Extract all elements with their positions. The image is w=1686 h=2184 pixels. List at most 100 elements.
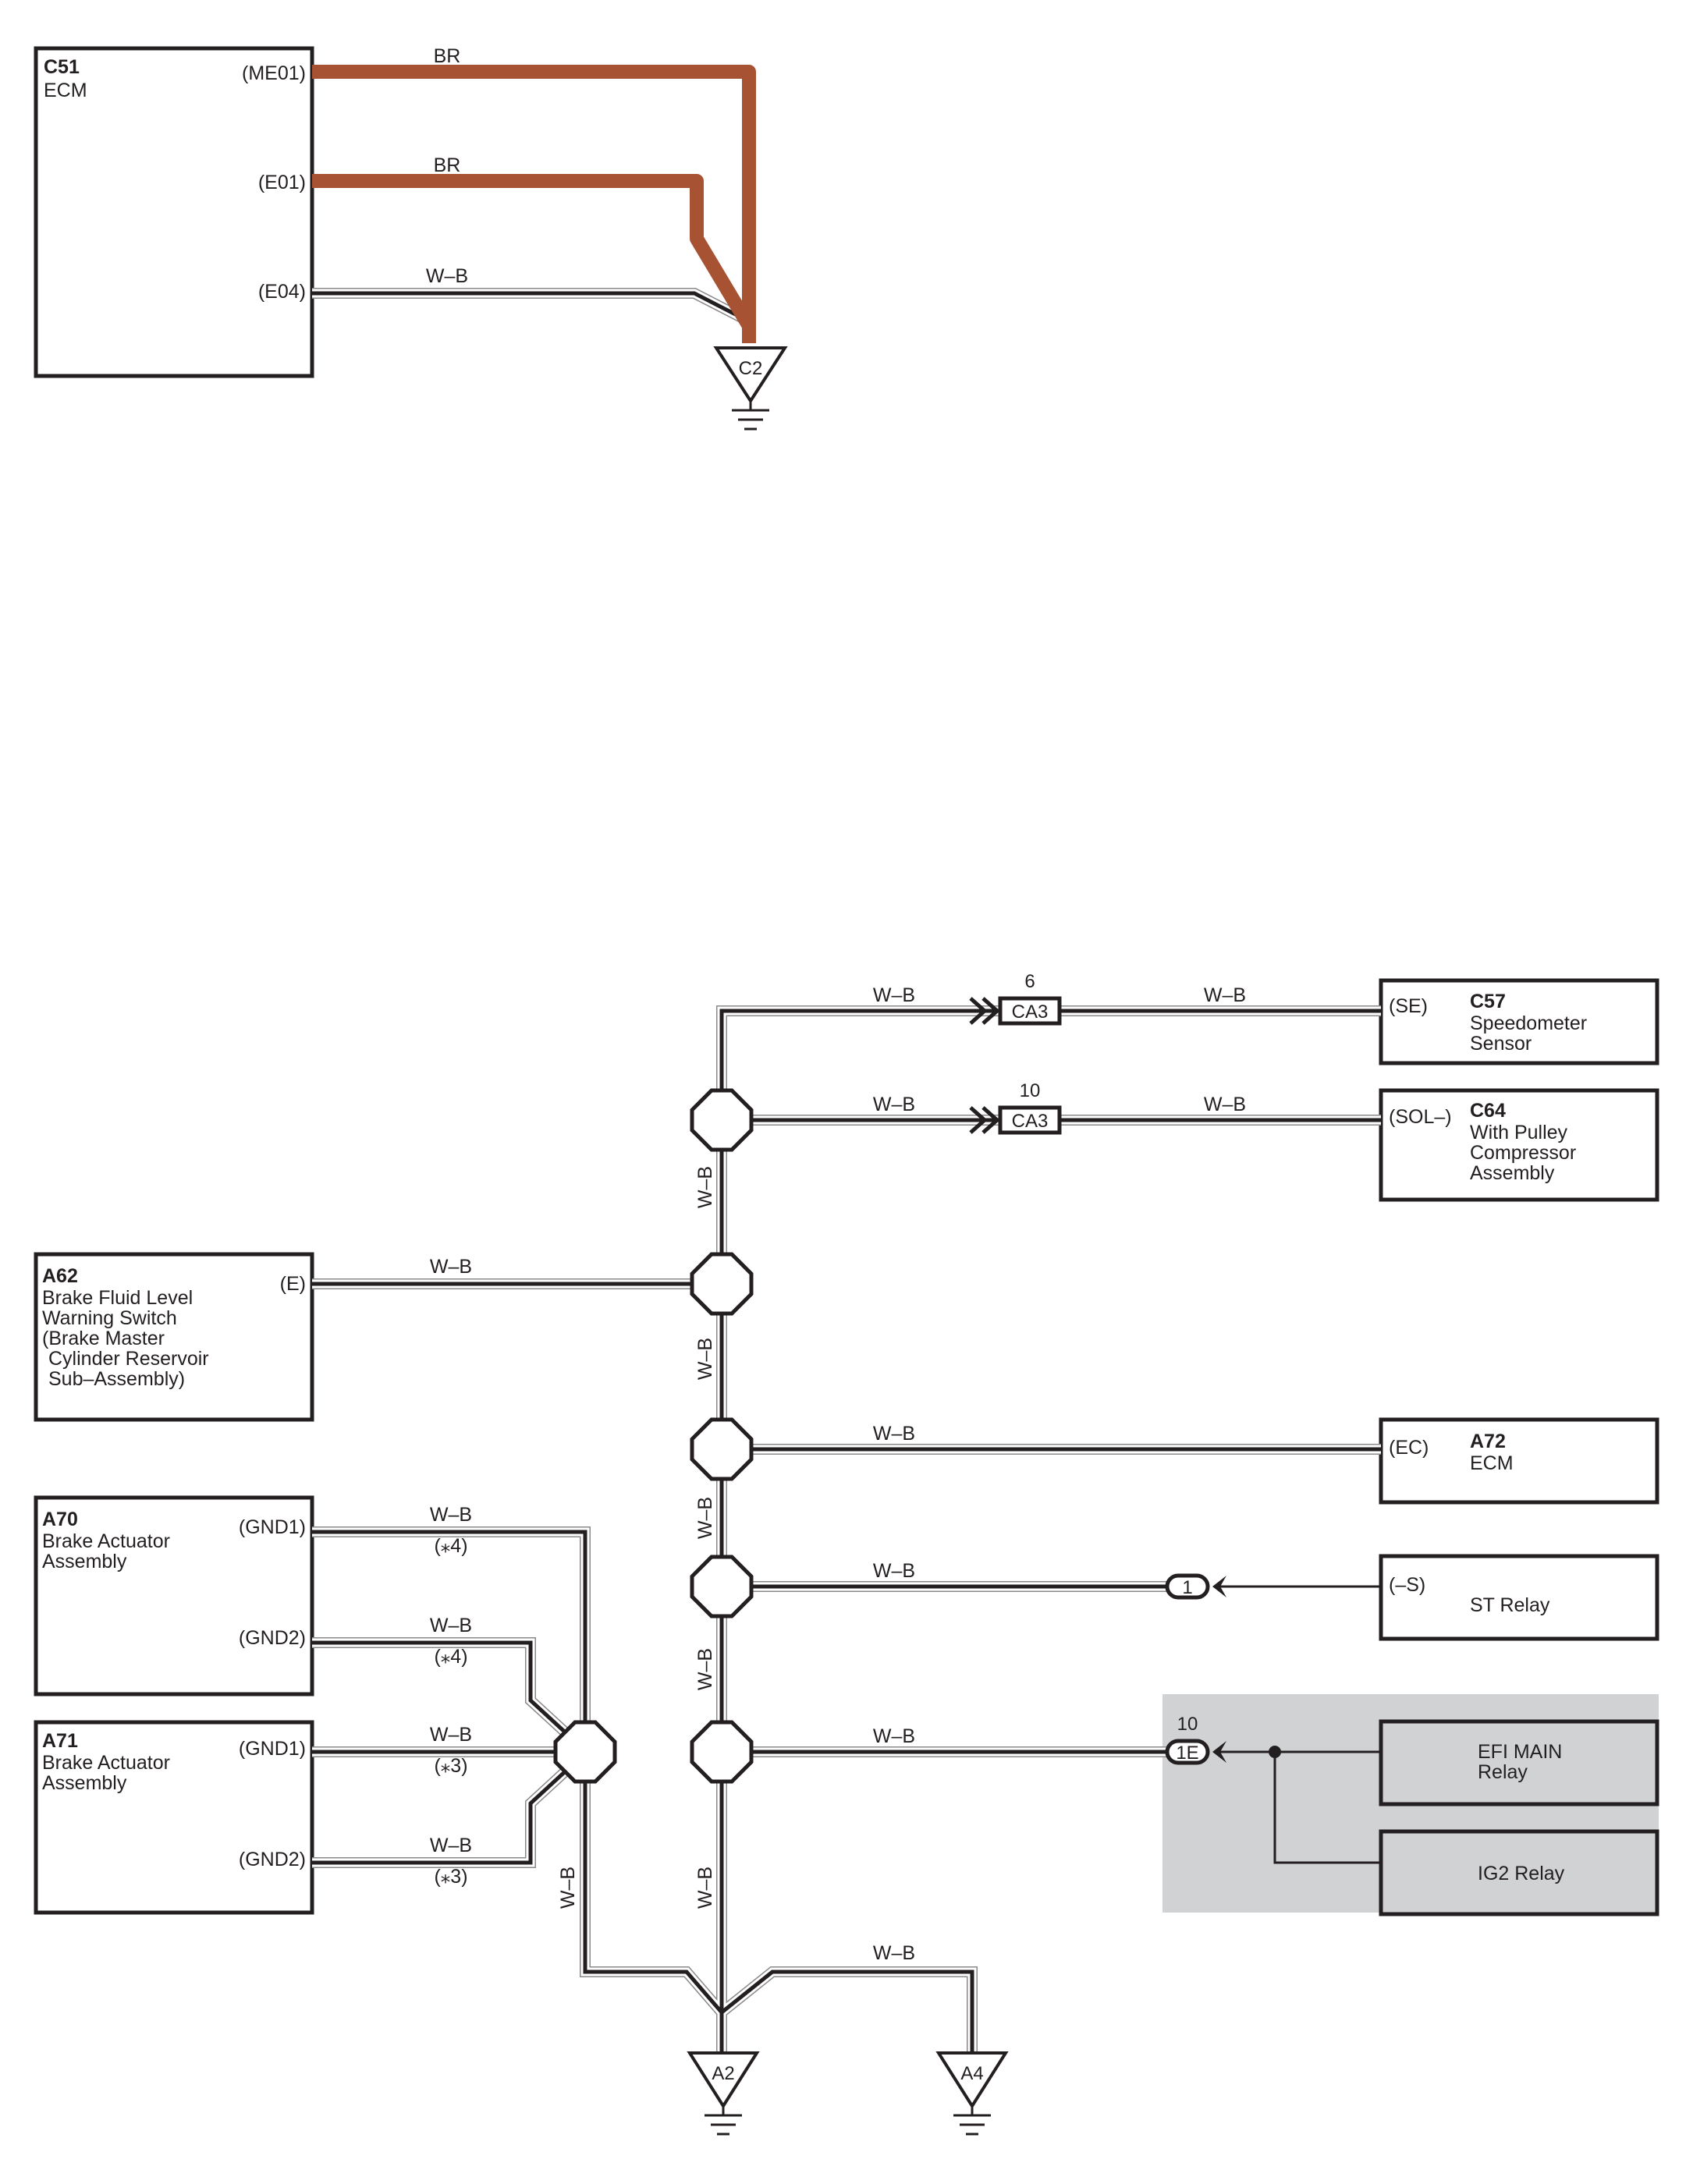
wire-label-vertical: W–B bbox=[694, 1338, 716, 1380]
connector-1e-pin: 10 bbox=[1177, 1714, 1198, 1735]
st-relay-box bbox=[1379, 1554, 1659, 1641]
splice-point bbox=[690, 1417, 754, 1481]
wire-label: W–B bbox=[430, 1256, 472, 1278]
a70-line2: Assembly bbox=[42, 1551, 127, 1572]
wire-label: W–B bbox=[873, 984, 915, 1006]
splice-point bbox=[553, 1720, 617, 1784]
connector-ca3-pin10 bbox=[969, 1105, 1062, 1135]
ground-a4 bbox=[935, 2051, 1009, 2136]
bottom-diagram: C57 Speedometer Sensor (SE) C64 With Pul… bbox=[34, 971, 1659, 2136]
wire-label-vertical: W–B bbox=[694, 1497, 716, 1539]
splice-point bbox=[690, 1720, 754, 1784]
a62-line5: Sub–Assembly) bbox=[48, 1368, 185, 1390]
wire-me01-label: BR bbox=[434, 45, 461, 67]
a72-pin: (EC) bbox=[1389, 1437, 1429, 1459]
a71-code: A71 bbox=[42, 1730, 78, 1752]
connector-ca3-pin6-id: CA3 bbox=[1012, 1002, 1049, 1023]
efi-main-relay-line1: EFI MAIN bbox=[1478, 1741, 1562, 1763]
a62-line1: Brake Fluid Level bbox=[42, 1287, 193, 1309]
c64-pin: (SOL–) bbox=[1389, 1106, 1452, 1128]
wire-e01-label: BR bbox=[434, 154, 461, 176]
ecm-c51-box bbox=[34, 46, 314, 378]
connector-1 bbox=[1165, 1573, 1226, 1600]
wire-label-vertical: W–B bbox=[694, 1648, 716, 1690]
connector-ca3-pin10-id: CA3 bbox=[1012, 1111, 1049, 1132]
connector-1e-id: 1E bbox=[1176, 1743, 1198, 1764]
pin-me01: (ME01) bbox=[242, 62, 306, 84]
ground-a4-label: A4 bbox=[960, 2063, 983, 2084]
wire-e01 bbox=[312, 174, 755, 330]
wire-e04 bbox=[312, 288, 752, 327]
ground-c2 bbox=[713, 346, 788, 431]
c64-box bbox=[1379, 1088, 1659, 1202]
connector-1-id: 1 bbox=[1182, 1577, 1192, 1598]
connector-ca3-pin6-number: 6 bbox=[1024, 971, 1035, 992]
pin-e01: (E01) bbox=[258, 172, 306, 193]
junction-dot bbox=[1269, 1746, 1281, 1758]
wire-label: W–B bbox=[430, 1615, 472, 1636]
st-relay-pin: (–S) bbox=[1389, 1574, 1425, 1596]
wire-label: W–B bbox=[873, 1423, 915, 1445]
c57-code: C57 bbox=[1470, 991, 1506, 1012]
c64-line1: With Pulley bbox=[1470, 1122, 1568, 1143]
c64-line2: Compressor bbox=[1470, 1142, 1576, 1164]
connector-ca3-pin10-number: 10 bbox=[1020, 1080, 1041, 1101]
ground-c2-label: C2 bbox=[739, 358, 763, 379]
a62-pin: (E) bbox=[280, 1273, 306, 1295]
a62-code: A62 bbox=[42, 1265, 78, 1287]
wire-label: W–B bbox=[873, 1094, 915, 1115]
wire-me01 bbox=[312, 65, 756, 343]
splice-point bbox=[690, 1088, 754, 1152]
wire-label: W–B bbox=[430, 1504, 472, 1526]
note-star4: (⁎4) bbox=[434, 1646, 467, 1668]
ig2-relay-name: IG2 Relay bbox=[1478, 1863, 1565, 1884]
a70-pin1: (GND1) bbox=[239, 1516, 306, 1538]
c57-line1: Speedometer bbox=[1470, 1012, 1587, 1034]
c57-pin: (SE) bbox=[1389, 995, 1428, 1017]
wire-label: W–B bbox=[873, 1942, 915, 1964]
a70-code: A70 bbox=[42, 1509, 78, 1530]
a72-code: A72 bbox=[1470, 1431, 1506, 1452]
a62-box bbox=[34, 1252, 314, 1422]
wire-label: W–B bbox=[873, 1725, 915, 1747]
a71-line1: Brake Actuator bbox=[42, 1752, 170, 1774]
ig2-relay-box bbox=[1379, 1829, 1659, 1916]
wire-label: W–B bbox=[1204, 984, 1246, 1006]
connector-ca3-pin6 bbox=[969, 996, 1062, 1026]
wb-wires-core bbox=[312, 1009, 1381, 2053]
wire-label-vertical: W–B bbox=[694, 1867, 716, 1909]
wire-label: W–B bbox=[430, 1724, 472, 1746]
a62-line3: (Brake Master bbox=[42, 1328, 165, 1349]
connector-1e bbox=[1165, 1739, 1226, 1765]
wire-label-vertical: W–B bbox=[694, 1166, 716, 1208]
a70-box bbox=[34, 1495, 314, 1696]
ground-a2 bbox=[687, 2051, 760, 2136]
c64-line3: Assembly bbox=[1470, 1162, 1555, 1184]
wire-label: W–B bbox=[1204, 1094, 1246, 1115]
c57-line2: Sensor bbox=[1470, 1033, 1532, 1055]
a71-line2: Assembly bbox=[42, 1772, 127, 1794]
ground-a2-label: A2 bbox=[712, 2063, 734, 2084]
a72-name: ECM bbox=[1470, 1452, 1514, 1474]
note-star4: (⁎4) bbox=[434, 1535, 467, 1557]
a70-line1: Brake Actuator bbox=[42, 1530, 170, 1552]
wire-label: W–B bbox=[430, 1835, 472, 1856]
wire-e04-label: W–B bbox=[426, 265, 468, 287]
splice-point bbox=[690, 1252, 754, 1316]
ecm-c51-code: C51 bbox=[44, 56, 80, 78]
wire-label-vertical: W–B bbox=[557, 1867, 579, 1909]
wire-label: W–B bbox=[873, 1560, 915, 1582]
a70-pin2: (GND2) bbox=[239, 1627, 306, 1649]
c64-code: C64 bbox=[1470, 1100, 1506, 1122]
c57-box bbox=[1379, 978, 1659, 1065]
splice-point bbox=[690, 1555, 754, 1618]
top-diagram: C51 ECM (ME01) (E01) (E04) W–B BR BR C2 bbox=[34, 45, 788, 431]
note-star3: (⁎3) bbox=[434, 1755, 467, 1777]
ecm-c51-name: ECM bbox=[44, 80, 87, 101]
a62-line4: Cylinder Reservoir bbox=[48, 1348, 209, 1370]
a71-pin1: (GND1) bbox=[239, 1738, 306, 1760]
ig2-relay-wire bbox=[1273, 1752, 1381, 1864]
a62-line2: Warning Switch bbox=[42, 1307, 177, 1329]
note-star3: (⁎3) bbox=[434, 1866, 467, 1888]
